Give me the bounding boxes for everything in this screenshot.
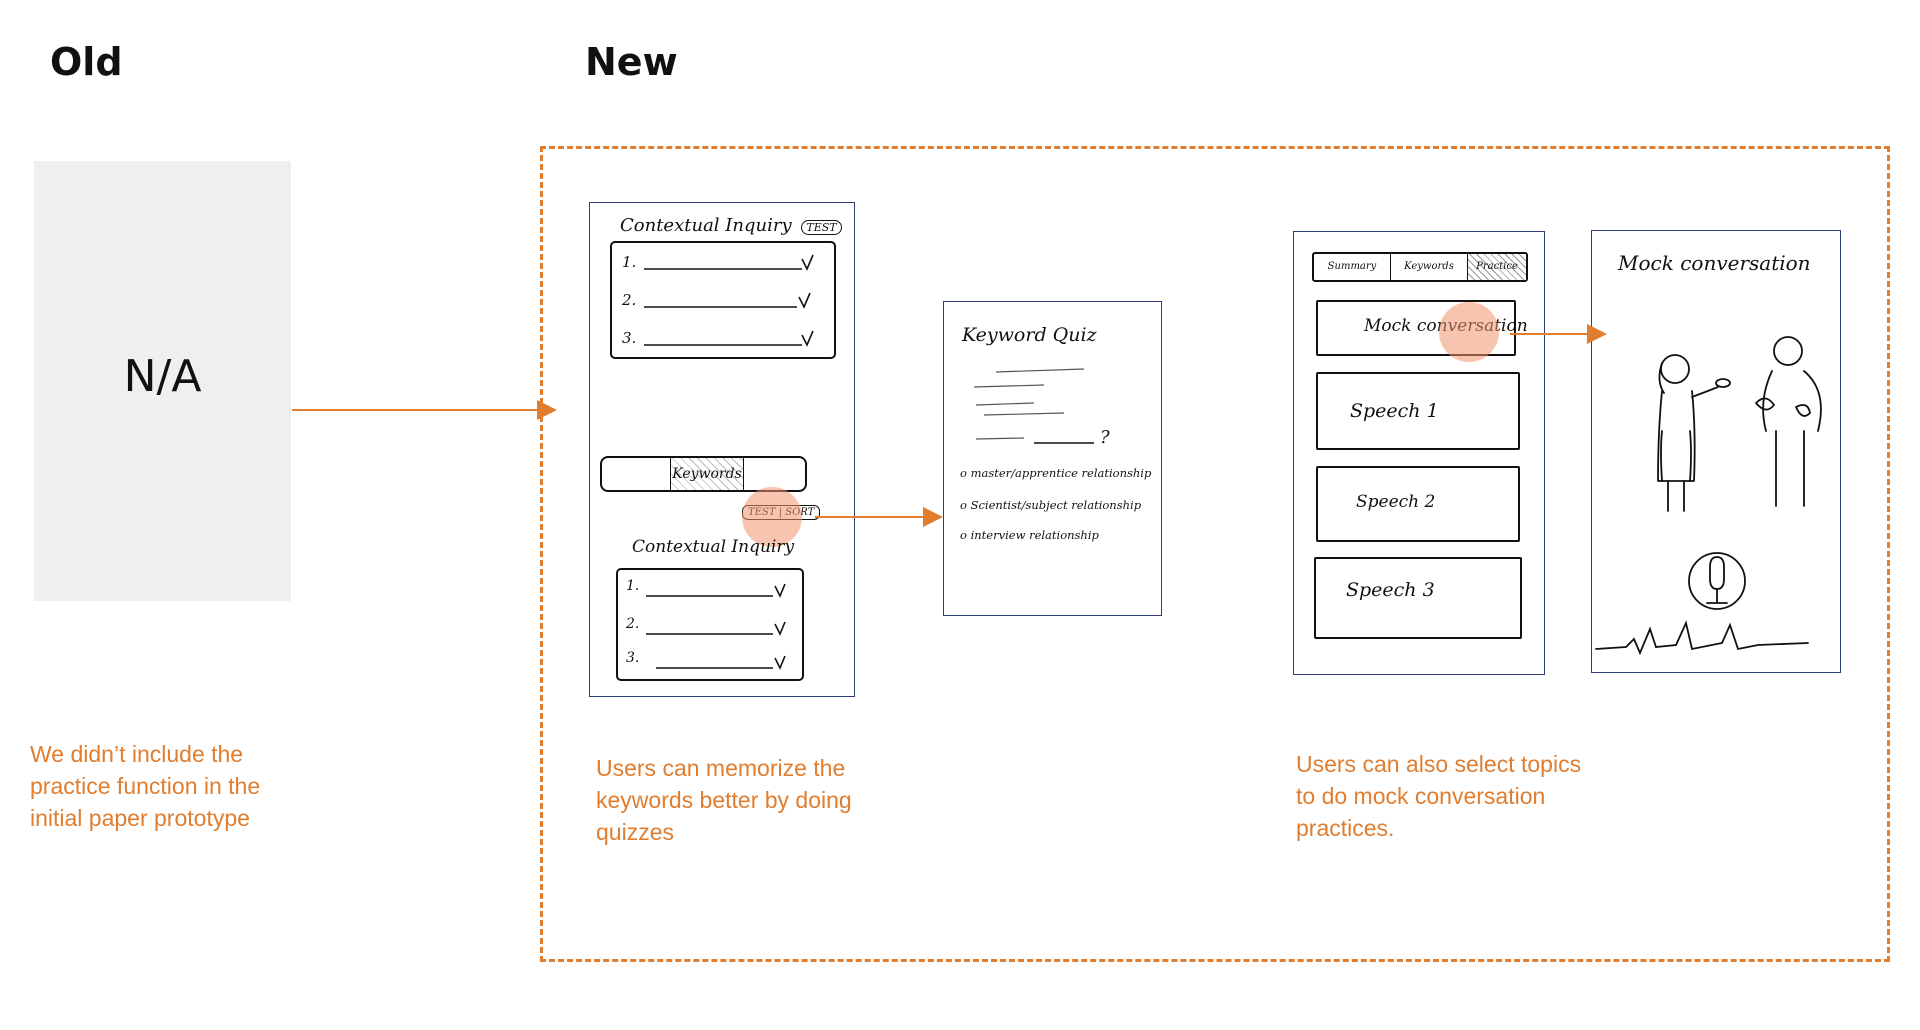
sketch-list-item: 2. <box>622 291 637 309</box>
tap-highlight <box>1439 302 1499 362</box>
quiz-caption-line: keywords better by doing <box>596 787 852 813</box>
mock-caption: Users can also select topics to do mock … <box>1296 748 1581 844</box>
sketch-list-item: 3. <box>626 650 640 666</box>
sketch-topic-tabs: Summary Keywords Practice <box>1312 252 1528 282</box>
old-heading: Old <box>50 40 123 84</box>
mock-caption-line: practices. <box>1296 815 1395 841</box>
topic-label: Speech 1 <box>1350 400 1439 422</box>
tab-summary: Summary <box>1314 254 1391 280</box>
sketch-quiz-screen: Keyword Quiz ? o master/apprentice relat… <box>943 301 1162 616</box>
new-heading: New <box>585 40 678 84</box>
quiz-caption: Users can memorize the keywords better b… <box>596 752 852 848</box>
sketch-list-item: 1. <box>622 253 637 271</box>
sketch-list-lines <box>646 583 786 670</box>
keywords-tab: Keywords <box>670 458 744 490</box>
tab-practice: Practice <box>1468 254 1526 280</box>
quiz-option: o Scientist/subject relationship <box>960 498 1142 512</box>
old-caption-line: initial paper prototype <box>30 805 250 831</box>
sketch-main-title-text: Contextual Inquiry <box>620 215 792 236</box>
sketch-list-item: 2. <box>626 616 640 632</box>
quiz-question-lines: ? <box>973 368 1110 448</box>
sketch-topics-screen: Summary Keywords Practice Mock conversat… <box>1293 231 1545 675</box>
old-placeholder-box: N/A <box>34 161 291 601</box>
quiz-option: o interview relationship <box>960 528 1099 542</box>
quiz-option: o master/apprentice relationship <box>960 466 1152 480</box>
topic-label: Speech 2 <box>1356 492 1436 512</box>
sketch-list-item: 1. <box>626 578 640 594</box>
na-label: N/A <box>123 351 202 402</box>
mock-title: Mock conversation <box>1618 251 1811 275</box>
conversation-figures <box>1595 336 1822 656</box>
sketch-list-card: 1. 2. 3. <box>610 241 836 359</box>
sketch-tab-bar: Keywords <box>600 456 807 492</box>
mock-caption-line: Users can also select topics <box>1296 751 1582 777</box>
sketch-main-screen: Contextual Inquiry TEST 1. 2. 3. Keyword… <box>589 202 855 697</box>
svg-text:?: ? <box>1100 427 1110 448</box>
topic-label: Speech 3 <box>1346 579 1435 601</box>
old-caption-line: We didn’t include the <box>30 741 244 767</box>
old-caption: We didn’t include the practice function … <box>30 738 260 834</box>
sketch-section-title: Contextual Inquiry <box>632 537 795 557</box>
test-badge: TEST <box>801 220 842 235</box>
new-feature-frame <box>540 146 1890 962</box>
quiz-title: Keyword Quiz <box>962 324 1097 346</box>
tap-highlight <box>742 487 802 547</box>
old-caption-line: practice function in the <box>30 773 261 799</box>
sketch-list-card-2: 1. 2. 3. <box>616 568 804 681</box>
topic-item-speech-3: Speech 3 <box>1314 557 1522 639</box>
quiz-caption-line: Users can memorize the <box>596 755 846 781</box>
sketch-list-item: 3. <box>622 329 637 347</box>
quiz-caption-line: quizzes <box>596 819 674 845</box>
topic-item-speech-1: Speech 1 <box>1316 372 1520 450</box>
topic-item-speech-2: Speech 2 <box>1316 466 1520 542</box>
sketch-mock-screen: Mock conversation <box>1591 230 1841 673</box>
mock-caption-line: to do mock conversation <box>1296 783 1546 809</box>
tab-keywords: Keywords <box>1391 254 1468 280</box>
sketch-list-lines <box>644 254 814 347</box>
sketch-main-title: Contextual Inquiry TEST <box>620 215 842 236</box>
